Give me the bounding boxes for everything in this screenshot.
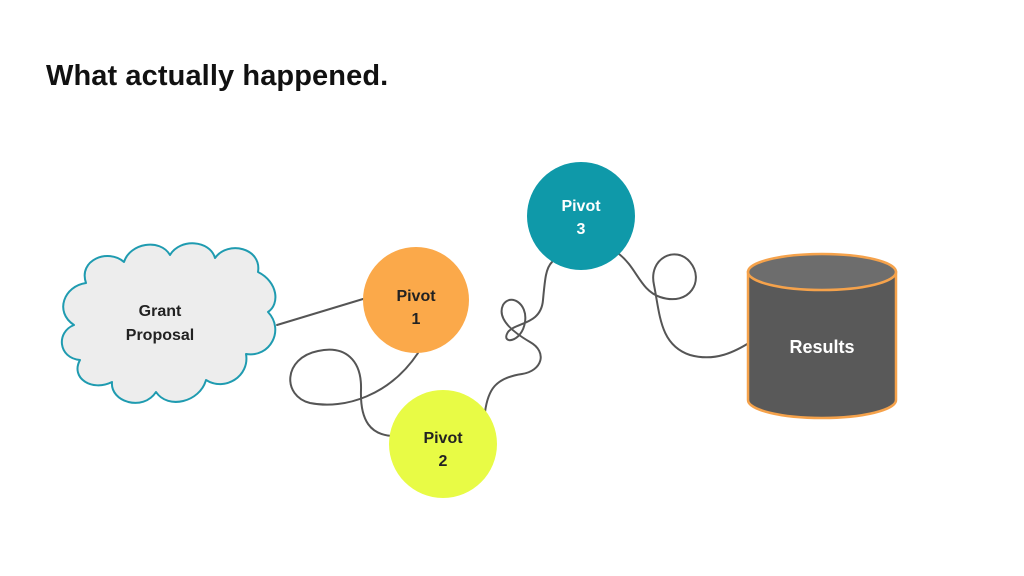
connector-pivot2-to-pivot3 — [484, 261, 553, 413]
cylinder-top — [746, 252, 898, 292]
pivot-2-circle — [389, 390, 497, 498]
slide-title: What actually happened. — [46, 60, 389, 92]
pivot-1-label-line2: 1 — [412, 311, 421, 328]
pivot-2-label-line2: 2 — [439, 453, 448, 470]
pivot-2-label-line1: Pivot — [423, 430, 463, 447]
grant-proposal-label-line1: Grant — [139, 303, 182, 320]
cylinder-body — [746, 270, 898, 420]
pivot-1-node: Pivot 1 — [363, 247, 469, 353]
grant-proposal-node: Grant Proposal — [60, 242, 277, 404]
pivot-2-node: Pivot 2 — [389, 390, 497, 498]
connectors — [276, 253, 753, 437]
results-node: Results — [746, 252, 898, 420]
connector-pivot1-to-pivot2 — [289, 348, 419, 437]
pivot-3-circle — [527, 162, 635, 270]
pivot-3-node: Pivot 3 — [527, 162, 635, 270]
pivot-3-label-line1: Pivot — [561, 198, 601, 215]
pivot-3-label-line2: 3 — [577, 221, 586, 238]
cloud-shape — [60, 242, 277, 404]
results-label: Results — [789, 337, 854, 357]
grant-proposal-label-line2: Proposal — [126, 327, 194, 344]
connector-proposal-to-pivot1 — [276, 298, 364, 326]
connector-pivot3-to-results — [618, 253, 753, 359]
pivot-1-circle — [363, 247, 469, 353]
pivot-1-label-line1: Pivot — [396, 288, 436, 305]
